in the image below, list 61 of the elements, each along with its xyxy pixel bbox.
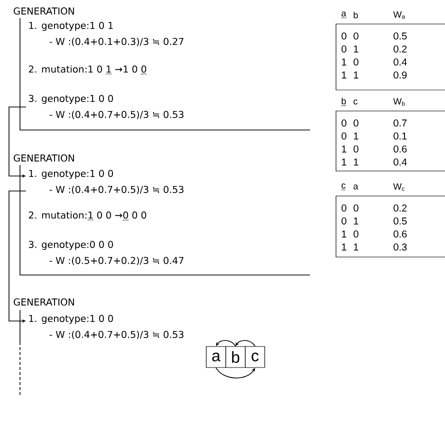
curved-arrow — [216, 367, 255, 378]
table-cell: 0.2 — [394, 45, 407, 53]
step-text: 3. genotype:0 0 0 - W :(0.5+0.7+0.2)/3 ≒ 0.47 — [28, 240, 184, 266]
table-cell: 0 — [354, 145, 358, 153]
table-cell: 0 — [354, 58, 358, 66]
table-cell: 1 — [342, 146, 346, 152]
table-cell: 0.5 — [394, 217, 407, 225]
table-cell: 0.6 — [394, 145, 407, 153]
column-header: c — [354, 100, 358, 104]
table-cell: 1 — [342, 158, 346, 166]
column-header: b — [354, 12, 358, 18]
table-cell: 0 — [342, 119, 346, 127]
step-text: 1. genotype:1 0 1 - W :(0.4+0.1+0.3)/3 ≒ 0.27 — [29, 22, 184, 46]
table-cell: 0.7 — [394, 119, 407, 127]
table-cell: 0 — [342, 217, 346, 225]
column-header: a — [354, 184, 358, 190]
step-text: 1. genotype:1 0 0 - W :(0.4+0.7+0.5)/3 ≒ 0.53 — [29, 170, 184, 194]
table-cell: 0 — [342, 204, 346, 212]
table-cell: 1 — [354, 132, 358, 140]
column-header: c — [341, 184, 346, 190]
step-text: 2. mutation: 1 0 0 →0 0 0 — [28, 211, 146, 220]
generation-heading: GENERATION — [14, 7, 74, 15]
gene-cell: c — [244, 346, 266, 368]
table-cell: 1 — [354, 244, 358, 250]
column-header: b — [341, 98, 346, 106]
table-cell: 0 — [342, 45, 346, 53]
table-cell: 0.5 — [394, 32, 407, 40]
table-cell: 1 — [342, 58, 346, 66]
table-cell: 0.4 — [394, 158, 407, 166]
gene-cell: a — [206, 346, 226, 368]
step-text: 2. mutation:1 0 1 →1 0 0 — [28, 65, 148, 74]
table-cell: 0 — [354, 230, 358, 238]
table-cell: 0 — [342, 132, 346, 140]
step-text: 1. genotype:1 0 0 - W :(0.4+0.7+0.5)/3 ≒ 0.53 — [29, 314, 184, 340]
column-header: W$_{b}$ — [393, 98, 405, 106]
table-cell: 1 — [354, 158, 358, 166]
table-cell: 0 — [354, 119, 358, 127]
table-cell: 0 — [342, 32, 346, 40]
curved-arrow — [236, 340, 256, 347]
table-cell: 0.1 — [394, 132, 407, 140]
table-cell: 0.4 — [394, 58, 407, 66]
gene-cell: b — [225, 346, 246, 368]
table-cell: 1 — [342, 72, 346, 78]
generation-heading: GENERATION — [14, 154, 74, 162]
table-cell: 1 — [354, 46, 358, 52]
table-cell: 1 — [342, 230, 346, 238]
table-cell: 0.3 — [394, 243, 407, 251]
column-header: a — [341, 12, 346, 18]
table-cell: 0 — [354, 32, 358, 40]
table-cell: 0 — [354, 204, 358, 212]
table-cell: 1 — [354, 218, 358, 224]
table-cell: 0.2 — [394, 204, 407, 212]
step-text: 3. genotype:1 0 0 - W :(0.4+0.7+0.5)/3 ≒ 0.53 — [28, 94, 184, 120]
table-cell: 1 — [354, 72, 358, 78]
column-header: W$_{c}$ — [393, 183, 405, 191]
table-cell: 0.9 — [394, 71, 407, 79]
column-header: W$_{a}$ — [393, 11, 406, 19]
table-cell: 0.6 — [394, 230, 407, 238]
table-cell: 1 — [342, 244, 346, 250]
generation-heading: GENERATION — [14, 298, 74, 306]
curved-arrow — [216, 340, 236, 347]
